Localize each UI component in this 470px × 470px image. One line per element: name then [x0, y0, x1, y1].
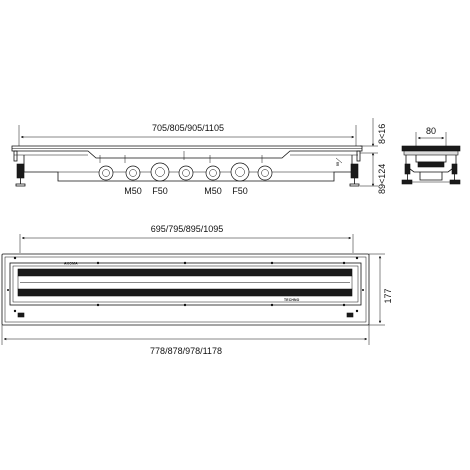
top-view: 695/795/895/1095 AKOMA TECHNO	[1, 224, 393, 356]
end-view: 80	[401, 126, 461, 185]
top-outer-length-label: 778/878/978/1178	[150, 346, 222, 356]
top-width-label: 177	[383, 288, 393, 303]
svg-text:55: 55	[336, 162, 340, 166]
brand-mark-left: AKOMA	[64, 262, 78, 266]
outlet-circle	[230, 162, 250, 182]
total-height-label: 89<124	[377, 164, 387, 194]
outlet-circle	[205, 165, 221, 181]
channel-body-side: 55	[11, 145, 363, 182]
outlet-label: M50	[124, 186, 142, 196]
outlet-label: M50	[204, 186, 222, 196]
outlet-label: F50	[232, 186, 248, 196]
outer-frame	[1, 253, 370, 326]
leveling-feet	[15, 163, 360, 187]
top-outer-length-dimension: 778/878/978/1178	[1, 325, 370, 356]
end-width-label: 80	[426, 126, 436, 136]
brand-mark-right: TECHNO	[284, 298, 300, 302]
side-length-label: 705/805/905/1105	[152, 123, 224, 133]
end-width-dimension: 80	[415, 126, 447, 148]
outlet-circle	[150, 162, 170, 182]
outlet-label: F50	[152, 186, 168, 196]
top-inner-length-dimension: 695/795/895/1095	[19, 224, 354, 253]
mounting-holes	[7, 256, 364, 313]
outlet-labels: M50 F50 M50 F50	[124, 186, 248, 196]
outlet-circle	[178, 165, 194, 181]
outlet-circle	[98, 165, 114, 181]
top-width-dimension: 177	[369, 253, 393, 326]
side-length-dimension: 705/805/905/1105	[18, 123, 357, 146]
top-inner-length-label: 695/795/895/1095	[151, 224, 224, 234]
grate-cover	[17, 268, 353, 277]
outlet-circle	[125, 165, 141, 181]
height-adjust-label: 8<16	[377, 124, 387, 144]
side-height-dimensions: 8<16 89<124	[360, 118, 387, 194]
outlet-circle	[257, 165, 273, 181]
outlet-connectors	[98, 162, 273, 182]
side-view: 705/805/905/1105 55	[11, 118, 387, 196]
